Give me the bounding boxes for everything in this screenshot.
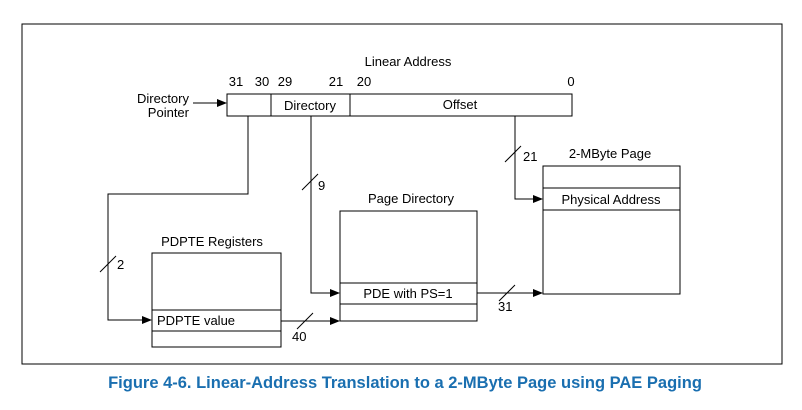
pdpte-to-directory-arrowhead: [330, 317, 340, 325]
linear-address-title: Linear Address: [365, 54, 452, 69]
bit-label-29: 29: [278, 74, 292, 89]
pdpte-value-entry: PDPTE value: [157, 313, 235, 328]
pdpte-index-path: [107, 116, 249, 321]
directory-index-arrowhead: [330, 289, 340, 297]
width-2-slash: [99, 255, 117, 273]
offset-arrowhead: [533, 195, 543, 203]
offset-field-label: Offset: [443, 97, 478, 112]
pdpte-registers-title: PDPTE Registers: [161, 234, 263, 249]
page-table: [542, 165, 681, 295]
width-21-label: 21: [523, 149, 537, 164]
width-31-slash: [498, 284, 516, 302]
width-40-label: 40: [292, 329, 306, 344]
directory-index-path: [310, 116, 332, 294]
directory-pointer-label-line1: Directory: [137, 91, 190, 106]
bit-label-0: 0: [567, 74, 574, 89]
linear-address-register: [226, 93, 573, 117]
width-40-slash: [296, 312, 314, 330]
directory-pointer-arrowhead: [217, 99, 227, 107]
directory-field-label: Directory: [284, 98, 337, 113]
width-9-label: 9: [318, 178, 325, 193]
figure-caption: Figure 4-6. Linear-Address Translation t…: [108, 374, 702, 392]
bit-label-30: 30: [255, 74, 269, 89]
pdpte-index-arrowhead: [142, 316, 152, 324]
page-directory-title: Page Directory: [368, 191, 454, 206]
width-31-label: 31: [498, 299, 512, 314]
pdpte-registers-table: [151, 252, 282, 348]
offset-path: [514, 116, 535, 200]
width-9-slash: [301, 173, 319, 191]
directory-pointer-label-line2: Pointer: [148, 105, 190, 120]
page-directory-table: [339, 210, 478, 322]
physical-address-entry: Physical Address: [562, 192, 661, 207]
bit-label-20: 20: [357, 74, 371, 89]
page-title: 2-MByte Page: [569, 146, 651, 161]
pde-to-page-arrowhead: [533, 289, 543, 297]
width-2-label: 2: [117, 257, 124, 272]
bit-label-21: 21: [329, 74, 343, 89]
width-21-slash: [504, 145, 522, 163]
pde-entry: PDE with PS=1: [363, 286, 452, 301]
bit-label-31: 31: [229, 74, 243, 89]
